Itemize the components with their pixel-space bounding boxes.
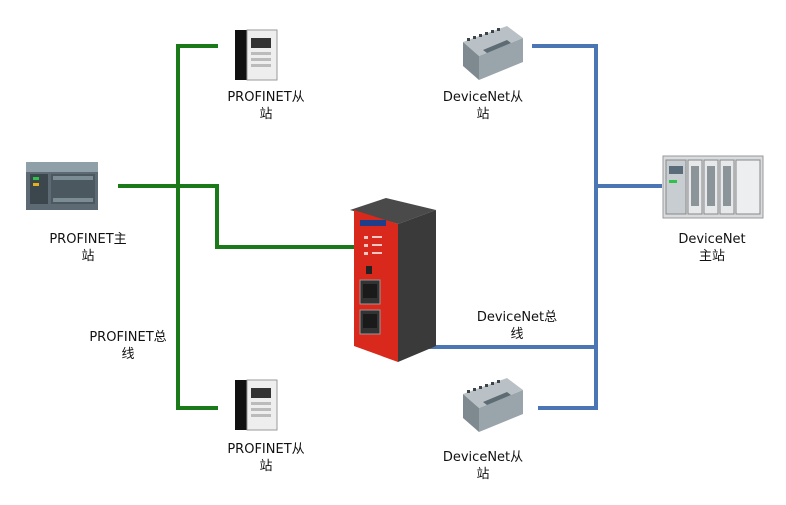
devicenet-bus-lines [410,44,662,410]
profinet-master-label: PROFINET主 站 [49,232,127,264]
profinet-bus-label: PROFINET总 线 [89,330,167,362]
rack-plc-icon [662,155,764,219]
io-module-icon [463,378,523,432]
devicenet-bus-label: DeviceNet总 线 [476,310,558,342]
gateway-icon [350,198,436,362]
drive-icon [235,29,278,81]
profinet-slave-bottom-label: PROFINET从 站 [227,442,305,474]
drive-icon [235,379,278,431]
plc-icon [26,162,98,210]
devicenet-master-label: DeviceNet 主站 [678,232,746,264]
profinet-slave-top-label: PROFINET从 站 [227,90,305,122]
devicenet-slave-top-label: DeviceNet从 站 [442,90,524,122]
io-module-icon [463,26,523,80]
devicenet-slave-bottom-label: DeviceNet从 站 [442,450,524,482]
profinet-bus-lines [118,44,355,410]
